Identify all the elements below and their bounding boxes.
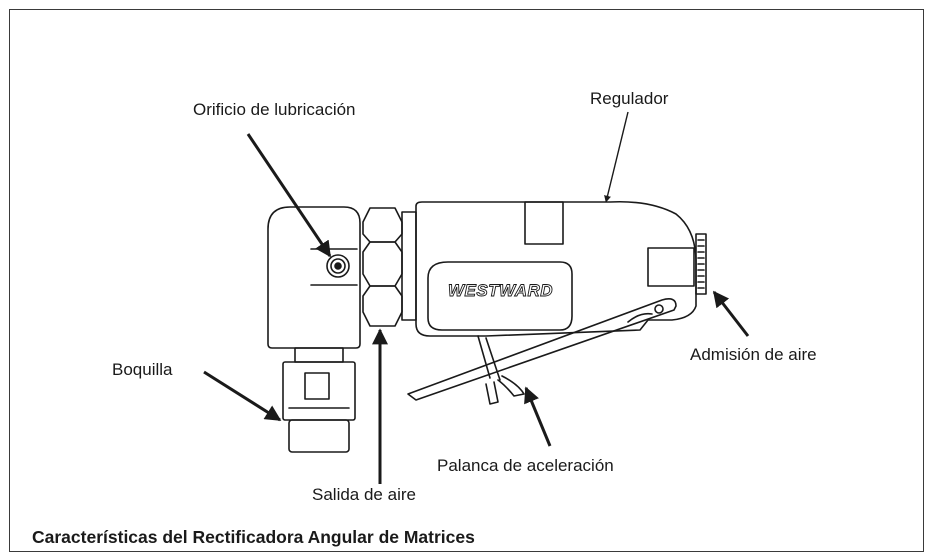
figure-caption: Características del Rectificadora Angula… [32, 527, 475, 547]
motor-body [415, 200, 697, 337]
regulator-label: Regulador [590, 89, 669, 108]
air-inlet-arrow [712, 290, 750, 337]
regulator-arrow [604, 111, 629, 203]
nozzle-label: Boquilla [112, 360, 173, 379]
air-inlet-label: Admisión de aire [690, 345, 817, 364]
throttle-lever-arrow [524, 386, 552, 447]
angle-head [267, 206, 361, 349]
lube-port [326, 254, 350, 278]
air-outlet-label: Salida de aire [312, 485, 416, 504]
regulator-knob [695, 233, 707, 295]
hex-nut [362, 207, 417, 327]
nozzle [282, 347, 356, 453]
throttle-lever-label: Palanca de aceleración [437, 456, 614, 475]
lube-port-arrow [246, 133, 332, 258]
brand-logo: WESTWARD [448, 281, 553, 300]
nozzle-arrow [203, 370, 282, 422]
figure-frame [9, 9, 924, 552]
throttle-lever [407, 298, 677, 405]
lube-port-label: Orificio de lubricación [193, 100, 356, 119]
